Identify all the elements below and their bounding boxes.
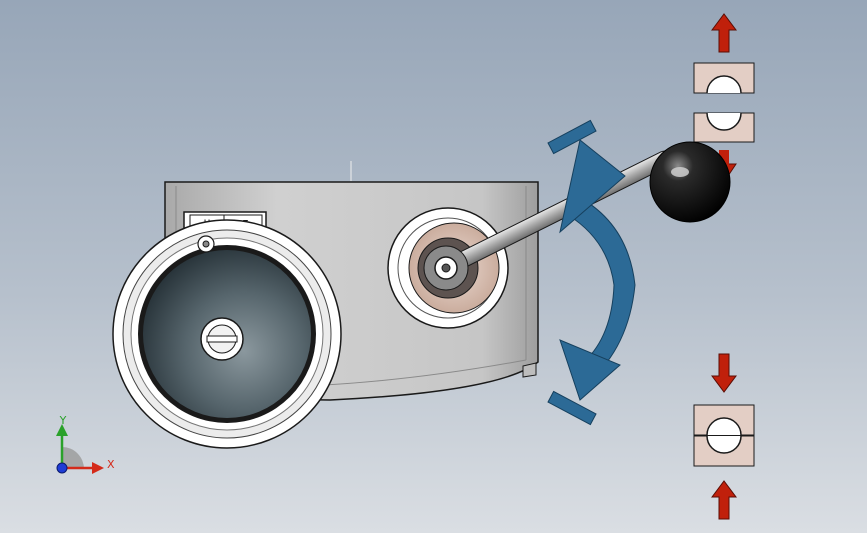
axis-triad-icon: Y X <box>56 414 115 474</box>
arrow-down-icon <box>711 353 737 393</box>
lever-knob[interactable] <box>649 141 731 223</box>
axis-x-label: X <box>107 458 115 471</box>
axis-y-label: Y <box>59 414 67 427</box>
index-pin-icon <box>197 235 215 253</box>
handwheel-screw-icon <box>200 317 244 361</box>
arrow-up-icon <box>711 480 737 520</box>
handwheel[interactable] <box>112 219 342 449</box>
clamp-open-icon <box>693 62 755 143</box>
clamp-closed-icon <box>693 404 755 467</box>
rotation-arrow-icon <box>547 119 636 426</box>
arrow-up-icon <box>711 13 737 53</box>
